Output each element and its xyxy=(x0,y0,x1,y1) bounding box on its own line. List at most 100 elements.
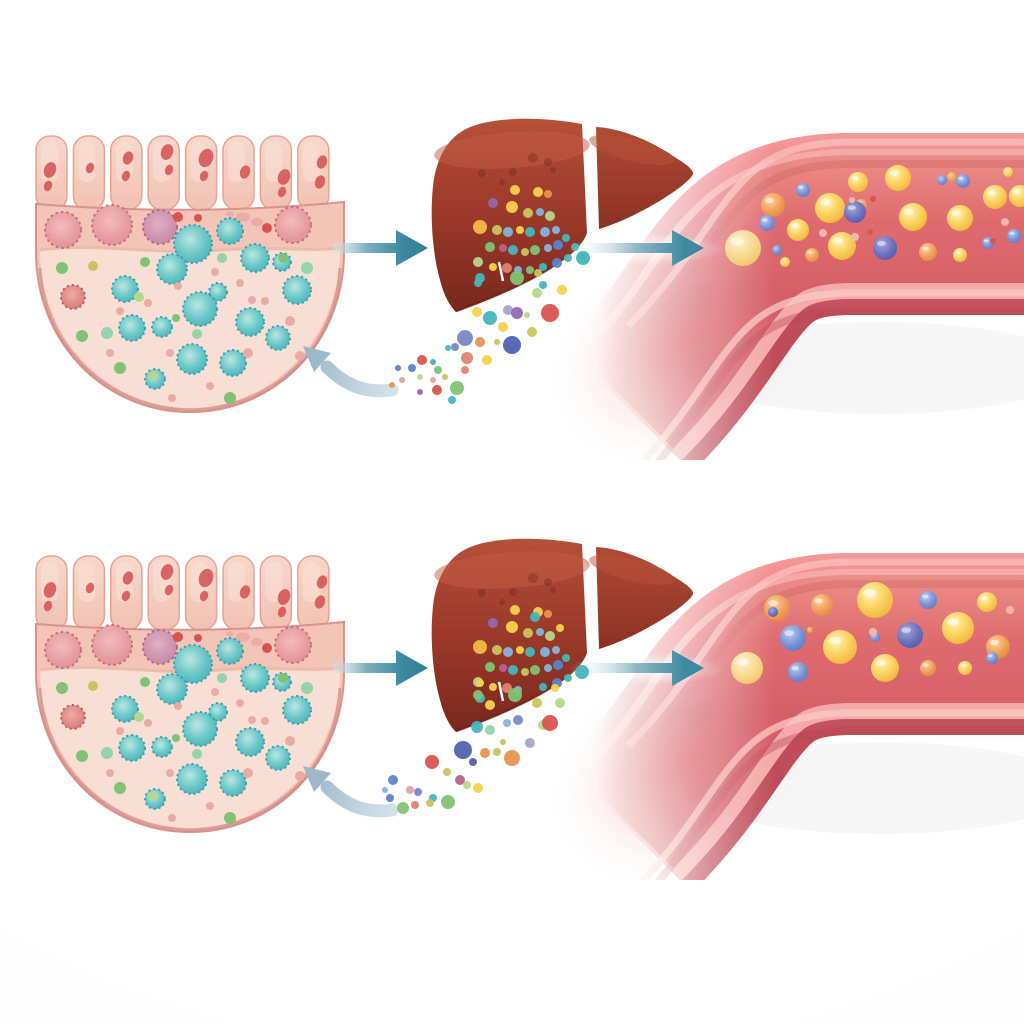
green-granule xyxy=(88,681,98,691)
metabolite-dot xyxy=(488,618,498,628)
epithelial-cell-nucleus xyxy=(91,624,133,666)
lipoprotein-particle xyxy=(796,183,810,197)
tissue-boundary-line xyxy=(39,665,341,674)
arrow-recycle-head xyxy=(303,766,331,792)
lipoprotein-particle xyxy=(768,607,778,617)
lipoprotein-particle xyxy=(764,595,790,621)
metabolite-dot xyxy=(544,664,552,672)
metabolite-dot xyxy=(499,244,507,252)
chylomicron-cell xyxy=(156,253,188,285)
pink-granule xyxy=(285,736,295,746)
chylomicron-cell xyxy=(118,314,146,342)
green-granule xyxy=(217,253,227,263)
lipoprotein-particle xyxy=(1003,167,1013,177)
stream-dot xyxy=(532,288,542,298)
liver-right-sheen xyxy=(589,134,675,166)
metabolite-dot xyxy=(489,683,497,691)
metabolite-dot xyxy=(485,662,495,672)
stream-dot xyxy=(551,684,559,692)
red-cell xyxy=(60,704,86,730)
panel-bottom xyxy=(35,538,1024,918)
particle-highlight xyxy=(784,630,795,636)
lipoprotein-particle xyxy=(731,652,763,684)
particle-highlight xyxy=(876,240,886,247)
metabolite-dot xyxy=(508,665,518,675)
particle-highlight xyxy=(921,594,929,599)
stream-dot xyxy=(451,343,459,351)
stream-dot xyxy=(541,304,559,322)
stream-dot xyxy=(454,741,472,759)
stream-dot xyxy=(510,271,524,285)
stream-dot xyxy=(503,719,511,727)
stream-dot xyxy=(411,801,419,809)
stream-dot xyxy=(498,322,508,332)
pink-smudge xyxy=(236,212,250,222)
metabolite-dot xyxy=(502,683,512,693)
stream-dot xyxy=(389,382,395,388)
stream-dot xyxy=(483,311,497,325)
particle-highlight xyxy=(761,218,768,222)
lipoprotein-particle xyxy=(920,660,936,676)
pink-granule xyxy=(166,769,174,777)
stream-dot xyxy=(527,327,537,337)
liver-bottom-edge xyxy=(455,685,553,733)
bile-particle-stream xyxy=(389,251,590,404)
epithelial-cell-nucleus xyxy=(44,631,82,669)
particle-highlight xyxy=(980,596,988,601)
stream-dot xyxy=(503,305,513,315)
red-dot xyxy=(194,634,202,642)
red-dot xyxy=(194,214,202,222)
pink-granule xyxy=(106,349,114,357)
villus-nucleus-spot xyxy=(239,585,251,599)
liver-texture-spot xyxy=(499,599,505,605)
metabolite-dot xyxy=(503,647,513,657)
lipoprotein-particles xyxy=(731,582,1014,684)
lipoprotein-particle xyxy=(919,591,937,609)
lipoprotein-particle xyxy=(873,236,897,260)
pink-smudge xyxy=(251,217,263,227)
pink-granule xyxy=(206,802,214,810)
green-granule xyxy=(148,791,158,801)
villus-nucleus-spot xyxy=(277,169,291,185)
green-granule xyxy=(224,392,236,404)
green-granule xyxy=(134,292,144,302)
bile-particle-stream xyxy=(382,665,589,814)
lipoprotein-particle xyxy=(1006,606,1014,614)
pink-granule xyxy=(295,771,305,781)
lipoprotein-particle xyxy=(899,203,927,231)
epithelial-cell-nucleus xyxy=(274,206,312,244)
stream-dot xyxy=(430,359,436,365)
metabolite-dot xyxy=(562,234,570,242)
metabolite-dot xyxy=(544,190,552,198)
metabolite-dot xyxy=(562,654,570,662)
stream-dot xyxy=(417,355,427,365)
lipoprotein-particle xyxy=(805,248,819,262)
stream-dot xyxy=(442,374,448,380)
red-dot xyxy=(262,643,272,653)
pink-granule xyxy=(106,769,114,777)
metabolite-dot xyxy=(506,201,518,213)
pink-granule xyxy=(295,351,305,361)
stream-dot xyxy=(474,279,482,287)
lipoprotein-particle xyxy=(819,229,827,237)
villus-nucleus-spot xyxy=(314,175,326,189)
metabolite-dot xyxy=(525,647,535,657)
villus-nucleus-spot xyxy=(160,564,174,580)
villus-nucleus-spot xyxy=(277,186,287,198)
metabolite-dot xyxy=(536,208,544,216)
villus-highlight xyxy=(265,562,283,602)
liver-texture-spot xyxy=(550,167,556,173)
liver-texture-spot xyxy=(544,578,552,586)
lipoprotein-particle xyxy=(956,174,970,188)
lipoprotein-particle xyxy=(788,662,808,682)
lipoprotein-particle xyxy=(844,201,866,223)
blood-vessel xyxy=(553,553,1024,918)
particle-highlight xyxy=(798,185,804,189)
metabolite-dot xyxy=(516,226,524,234)
chylomicron-cell xyxy=(111,695,139,723)
chylomicron-cell xyxy=(176,763,208,795)
particle-highlight xyxy=(791,666,799,671)
liver xyxy=(431,538,694,733)
pink-granule xyxy=(174,282,182,290)
green-granule xyxy=(114,362,126,374)
